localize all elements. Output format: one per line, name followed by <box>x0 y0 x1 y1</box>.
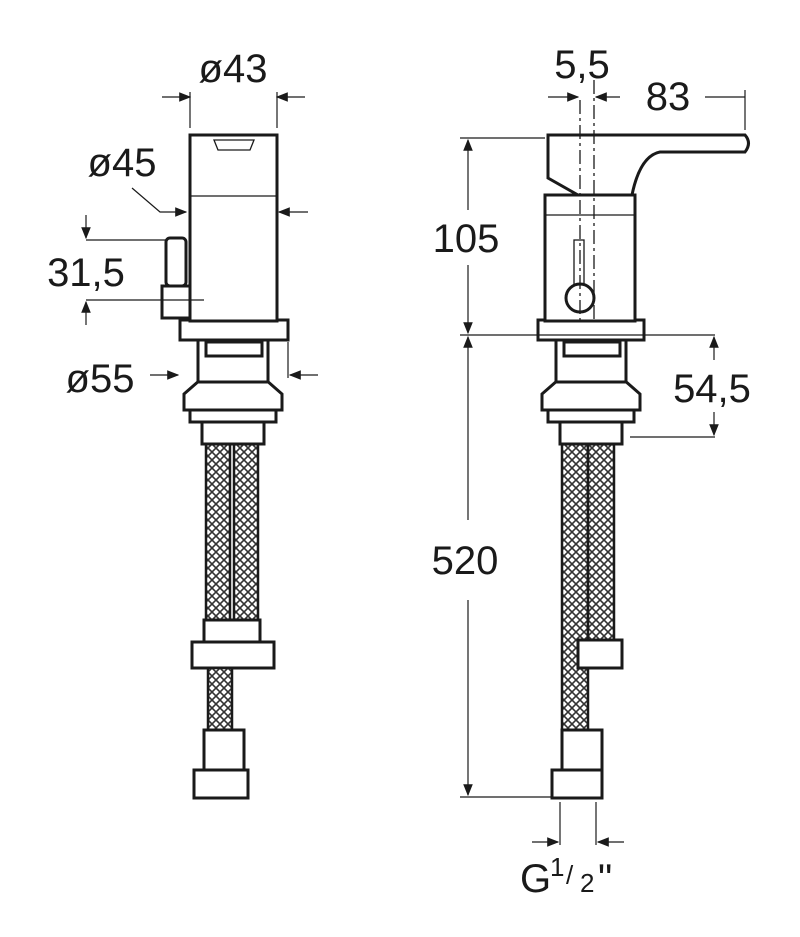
hose-nut <box>576 638 624 670</box>
thread-prefix: G <box>520 857 551 901</box>
hose-front <box>560 438 590 732</box>
lever <box>164 236 188 288</box>
hose-left <box>204 438 232 622</box>
thread-slash: / <box>566 860 574 890</box>
connector-nut <box>192 768 250 800</box>
dim-offset: 5,5 <box>554 43 610 87</box>
dim-hose-length: 520 <box>432 539 499 583</box>
hose-right <box>232 438 260 622</box>
dim-top-diameter: ø43 <box>199 47 268 91</box>
thread-suffix: " <box>598 857 612 901</box>
dim-body-diameter: ø45 <box>88 141 157 185</box>
dim-spout-reach: 83 <box>646 75 691 119</box>
base-plate <box>178 318 290 342</box>
base-plate <box>536 318 646 342</box>
thread-denominator: 2 <box>580 868 594 898</box>
hose-back <box>586 438 616 642</box>
dim-base-diameter: ø55 <box>66 357 135 401</box>
connection-thread-label: G 1 / 2 " <box>520 852 612 901</box>
hose-nut <box>190 640 276 670</box>
dim-base-height: 54,5 <box>673 367 751 411</box>
dim-lever-height: 31,5 <box>47 251 125 295</box>
spout-handle <box>546 133 750 197</box>
connector-nut <box>550 768 604 800</box>
thread-numerator: 1 <box>550 852 564 882</box>
faucet-body <box>188 133 279 323</box>
side-view-faucet: ø43 ø45 31,5 ø55 <box>47 47 318 800</box>
dim-body-height: 105 <box>433 217 500 261</box>
front-view-faucet: 5,5 83 105 54,5 520 G 1 / 2 " <box>432 43 751 901</box>
